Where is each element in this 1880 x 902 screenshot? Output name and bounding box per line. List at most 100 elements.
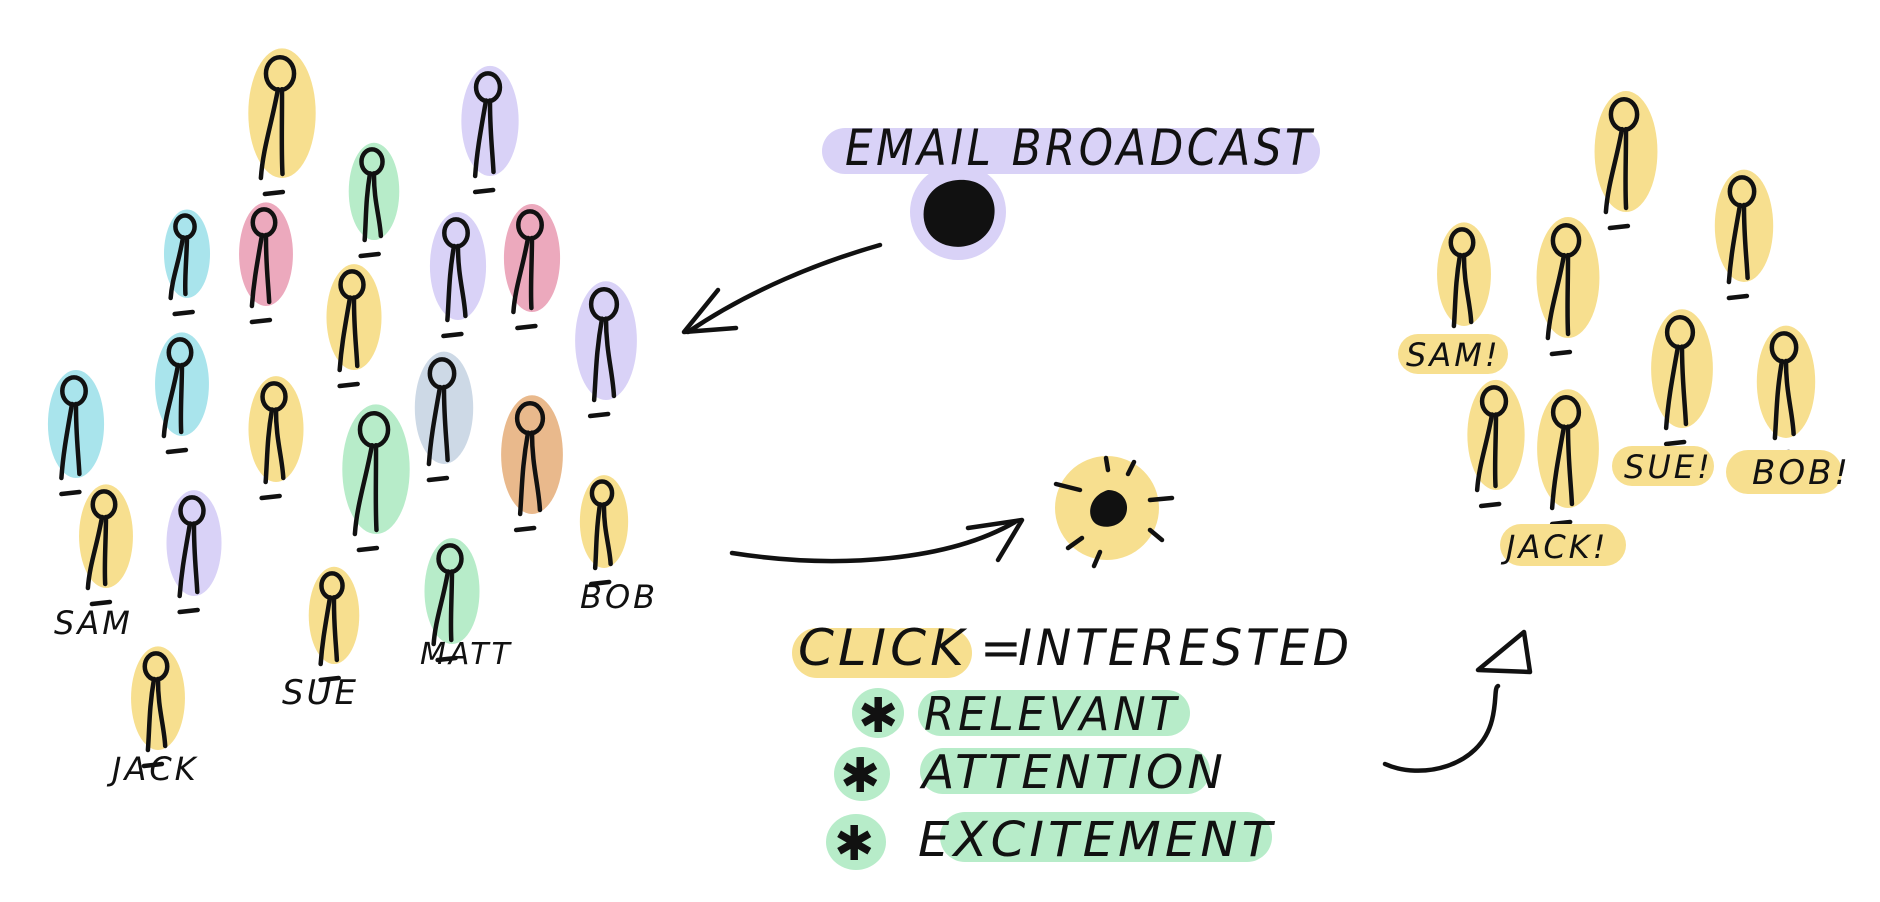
figure-left-15-body-left — [517, 430, 531, 517]
figure-right-7-ground — [1478, 501, 1502, 509]
figure-left-15-body-right — [529, 430, 543, 513]
figure-left-1-body-left — [258, 86, 281, 181]
figure-left-10-body-right — [178, 362, 185, 435]
figure-left-16-body-right — [102, 514, 109, 587]
bullet-1-star-highlight — [852, 688, 904, 738]
arrow-icon — [685, 242, 883, 335]
figure-right-1 — [1603, 97, 1640, 231]
figure-left-16-ground — [89, 599, 113, 607]
figure-left-17-body-left — [177, 521, 193, 599]
figure-left-8 — [337, 269, 366, 389]
figure-left-18-body-left — [592, 502, 603, 571]
figure-left-4-body-right — [182, 235, 190, 297]
figure-right-5 — [1663, 315, 1696, 447]
interested-label: INTERESTED — [1018, 619, 1353, 677]
figure-left-11-body-left — [59, 401, 75, 481]
figure-left-2-body-right — [487, 98, 496, 175]
figure-right-4-body-left — [1545, 252, 1567, 341]
figure-left-14-body-left — [426, 384, 443, 467]
figure-left-15 — [513, 401, 546, 533]
figure-right-3-body-right — [1461, 252, 1474, 325]
figure-left-6 — [441, 217, 470, 339]
figure-left-10-ground — [165, 447, 189, 455]
figure-left-18 — [588, 479, 615, 587]
figure-right-4-body-right — [1565, 252, 1571, 337]
figure-left-6-ground — [441, 331, 464, 339]
bullet-2-text: ATTENTION — [919, 745, 1227, 799]
figure-left-6-body-left — [445, 243, 457, 323]
broadcast-dot-icon — [923, 179, 995, 247]
figure-left-7-body-left — [511, 235, 531, 315]
right-bob-highlight — [1726, 450, 1842, 494]
figure-left-21 — [141, 651, 170, 769]
click-highlight — [792, 628, 972, 678]
bullet-2-star-icon: ✱ — [840, 748, 884, 804]
figure-right-8-body-right — [1565, 424, 1575, 507]
figure-left-5-ground — [249, 317, 273, 325]
figure-left-3-body-left — [362, 171, 373, 243]
right-sam-highlight — [1398, 334, 1508, 374]
figure-left-5-body-left — [249, 232, 265, 309]
figure-left-1-body-right — [279, 86, 285, 177]
figure-left-17 — [177, 495, 206, 615]
title: EMAIL BROADCAST — [845, 119, 1315, 177]
figure-left-19 — [431, 543, 464, 663]
figure-right-5-body-right — [1679, 344, 1689, 427]
figure-left-12 — [259, 381, 288, 501]
figure-left-2-body-left — [472, 98, 489, 179]
figure-left-7 — [511, 209, 544, 331]
figure-left-12-body-left — [263, 407, 275, 485]
figure-left-14-ground — [426, 475, 450, 483]
figure-right-6-body-right — [1783, 358, 1796, 437]
figure-left-4 — [168, 213, 197, 317]
spark-rays — [1053, 455, 1175, 569]
figure-left-20-body-right — [331, 595, 340, 663]
figure-left-19-body-right — [448, 569, 455, 643]
right-label-bob: BOB! — [1752, 453, 1851, 493]
click-label: CLICK — [798, 619, 968, 677]
figure-left-10 — [161, 337, 194, 455]
figure-right-2-ground — [1726, 293, 1750, 301]
right-sue-highlight — [1612, 446, 1714, 486]
title-highlight — [822, 128, 1320, 174]
figure-left-21-ground — [141, 761, 165, 769]
figure-left-16-body-left — [85, 514, 105, 591]
bullet-1-highlight — [918, 690, 1190, 736]
figure-left-6-body-right — [455, 243, 468, 319]
figure-left-21-body-left — [145, 676, 157, 753]
figure-left-10-body-left — [161, 362, 181, 439]
figure-right-4 — [1545, 223, 1582, 357]
right-label-sue: SUE! — [1624, 448, 1713, 486]
figure-left-13-body-right — [373, 442, 379, 533]
bullet-3-star-highlight — [826, 814, 886, 870]
bullet-3-star-icon: ✱ — [834, 816, 878, 872]
figure-right-5-body-left — [1663, 344, 1681, 431]
delta-icon — [1475, 629, 1533, 675]
arrow-to-spark — [729, 519, 1018, 564]
bullet-2-highlight — [920, 748, 1210, 794]
left-label-sue: SUE — [282, 673, 359, 713]
figure-left-11-body-right — [73, 401, 82, 477]
left-label-bob: BOB — [580, 578, 658, 616]
right-label-jack: JACK! — [1500, 528, 1608, 566]
left-label-matt: MATT — [420, 637, 513, 672]
figure-right-2-body-left — [1726, 202, 1743, 285]
right-jack-highlight — [1500, 524, 1626, 566]
figure-left-12-ground — [259, 493, 282, 501]
figure-left-17-body-right — [191, 521, 200, 595]
left-label-jack: JACK — [106, 750, 199, 788]
return-arrow — [1382, 683, 1501, 773]
figure-left-12-body-right — [273, 407, 286, 481]
people-layer — [59, 54, 1799, 769]
arrow-to-spark-head — [965, 517, 1025, 563]
left-label-sam: SAM — [54, 604, 133, 642]
figure-left-3-body-right — [371, 171, 384, 239]
figure-right-2 — [1726, 175, 1757, 301]
figure-left-1 — [258, 54, 297, 197]
figure-left-20-body-left — [318, 595, 333, 667]
figure-right-2-body-right — [1741, 202, 1750, 281]
figure-left-4-body-left — [168, 235, 186, 301]
arrow-head — [681, 287, 739, 335]
bullet-2-star-highlight — [834, 747, 890, 801]
